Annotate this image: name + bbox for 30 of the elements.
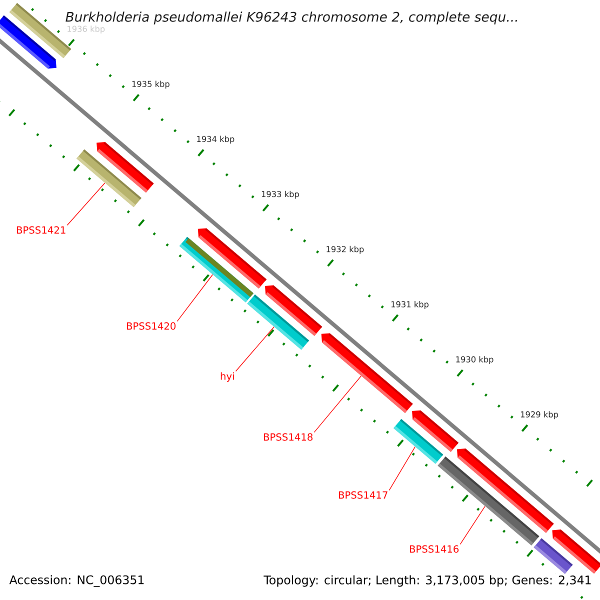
leader-line [235,326,274,372]
gene-label: BPSS1421 [16,226,66,234]
gene-label: BPSS1418 [264,433,313,441]
gene-label: BPSS1420 [126,322,176,330]
gene-label: BPSS1416 [410,545,459,553]
gene-label: hyi [220,372,234,382]
gene-bar [76,149,142,208]
scale-label: 1933 kbp [262,190,299,199]
gene-bar [534,538,573,574]
leader-line [314,376,362,433]
gene-bar [394,418,444,464]
scale-label: 1929 kbp [521,411,558,420]
leader-line [388,446,416,491]
gene-bar [179,236,254,302]
leader-line [460,506,486,545]
gene-label: BPSS1417 [338,491,388,499]
accession-text: Accession: NC_006351 [9,575,144,587]
leader-line [176,274,213,322]
gene-bar [321,333,413,413]
scale-label: 1931 kbp [391,301,429,309]
gene-bar [247,294,310,350]
title: Burkholderia pseudomallei K96243 chromosome 2, complete sequ... [66,12,517,24]
gene-bar [438,456,540,546]
summary-text: Topology: circular; Length: 3,173,005 bp; Genes: 2,341 [262,574,594,588]
scale-label: 1932 kbp [326,246,364,254]
leader-line [66,182,106,226]
scale-label: 1935 kbp [132,80,170,89]
scale-label: 1930 kbp [456,356,494,364]
gene-bar [0,15,56,69]
scale-label: 1934 kbp [197,136,234,144]
